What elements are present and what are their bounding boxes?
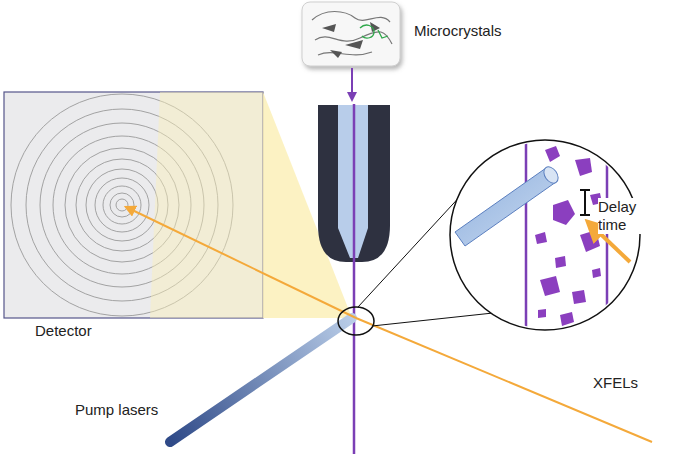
xfel-beam [356, 318, 652, 442]
scatter-cone-on-detector [150, 92, 263, 318]
pump-laser-beam [170, 318, 352, 442]
zoom-circle [450, 140, 640, 330]
zoom-leader [372, 313, 493, 326]
xfel-beam-scattered [126, 207, 356, 318]
flow-arrow [351, 68, 353, 100]
sample-jet [353, 104, 356, 454]
delay-label: Delay time [598, 198, 642, 234]
detector-panel [4, 92, 263, 318]
node-label: Detector [35, 322, 92, 340]
delay-bar [580, 190, 590, 215]
microcrystals-image: Microcrystals [302, 2, 400, 66]
zoom-content [455, 130, 630, 340]
detector-box: Detector [4, 92, 263, 318]
protein-image [302, 2, 400, 66]
pump-label: Pump lasers [75, 401, 158, 419]
node-label: Microcrystals [414, 22, 502, 40]
xfel-label: XFELs [593, 374, 638, 392]
zoom-spot [338, 307, 374, 335]
